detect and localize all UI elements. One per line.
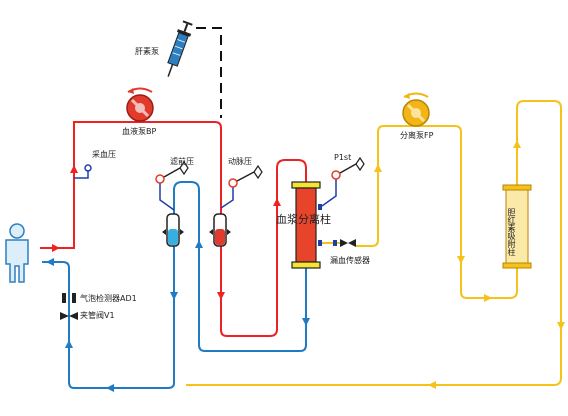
- anticoag-pump-label: 肝素泵: [135, 47, 159, 56]
- pressure-sensor-icon: [355, 156, 365, 172]
- plasma-pump-icon: [402, 92, 430, 127]
- adsorber-column: [502, 184, 532, 269]
- flow-arrow-icon: [557, 322, 565, 330]
- arterial-pressure-sensor: [74, 164, 92, 179]
- blood-leak-detector-label: 漏血传感器: [330, 256, 370, 265]
- plasma-line: [186, 100, 562, 386]
- flow-arrow-icon: [457, 256, 465, 264]
- flow-arrow-icon: [273, 198, 281, 206]
- arterial-drip-chamber: [209, 213, 231, 247]
- plasma-pump-label: 分离泵FP: [400, 131, 434, 140]
- p1st-label: P1st: [334, 153, 352, 162]
- plasma-flow-arrows: [374, 140, 565, 389]
- arterial-pressure-label: 采血压: [92, 150, 116, 159]
- adsorber-label: 胆红素吸附柱: [507, 208, 516, 256]
- flow-arrow-icon: [52, 244, 60, 252]
- venous-drip-chamber: [162, 213, 184, 247]
- flow-arrow-icon: [428, 381, 436, 389]
- patient-icon: [5, 223, 29, 283]
- blood-leak-detector: [333, 239, 356, 247]
- venous-flow-arrows: [46, 240, 310, 392]
- venous-line: [42, 181, 307, 389]
- flow-arrow-icon: [484, 294, 492, 302]
- venous-pressure-label: 动脉压: [228, 157, 252, 166]
- arterial-flow-arrows: [52, 165, 281, 300]
- pressure-sensor-icon: [253, 164, 263, 180]
- plasma-separator-label: 血浆分离柱: [276, 213, 331, 226]
- flow-arrow-icon: [65, 340, 73, 348]
- flow-arrow-icon: [70, 165, 78, 173]
- syringe-icon: [167, 20, 193, 77]
- p1st-pressure-sensor: [321, 156, 365, 207]
- arterial-line: [40, 121, 307, 337]
- clamp-valve-icon: [60, 312, 78, 320]
- flow-arrow-icon: [513, 140, 521, 148]
- flow-arrow-icon: [302, 318, 310, 326]
- blood-pump-icon: [126, 87, 154, 122]
- flow-arrow-icon: [217, 292, 225, 300]
- filter-pressure-label: 滤前压: [170, 157, 194, 166]
- flow-arrow-icon: [106, 384, 114, 392]
- flow-arrow-icon: [374, 164, 382, 172]
- blood-pump-label: 血液泵BP: [122, 127, 157, 136]
- air-detector-icon: [62, 293, 76, 303]
- air-detector-label: 气泡检测器AD1: [80, 294, 137, 303]
- venous-pressure-sensor: [220, 164, 263, 209]
- flow-arrow-icon: [46, 258, 54, 266]
- filter-pressure-sensor: [155, 160, 189, 211]
- flow-arrow-icon: [170, 292, 178, 300]
- pressure-sensor-icon: [179, 160, 189, 176]
- anticoagulant-line: [196, 27, 222, 118]
- venous-clamp-label: 夹管阀V1: [80, 311, 115, 320]
- flow-arrow-icon: [195, 240, 203, 248]
- plasma-separator: [291, 181, 340, 269]
